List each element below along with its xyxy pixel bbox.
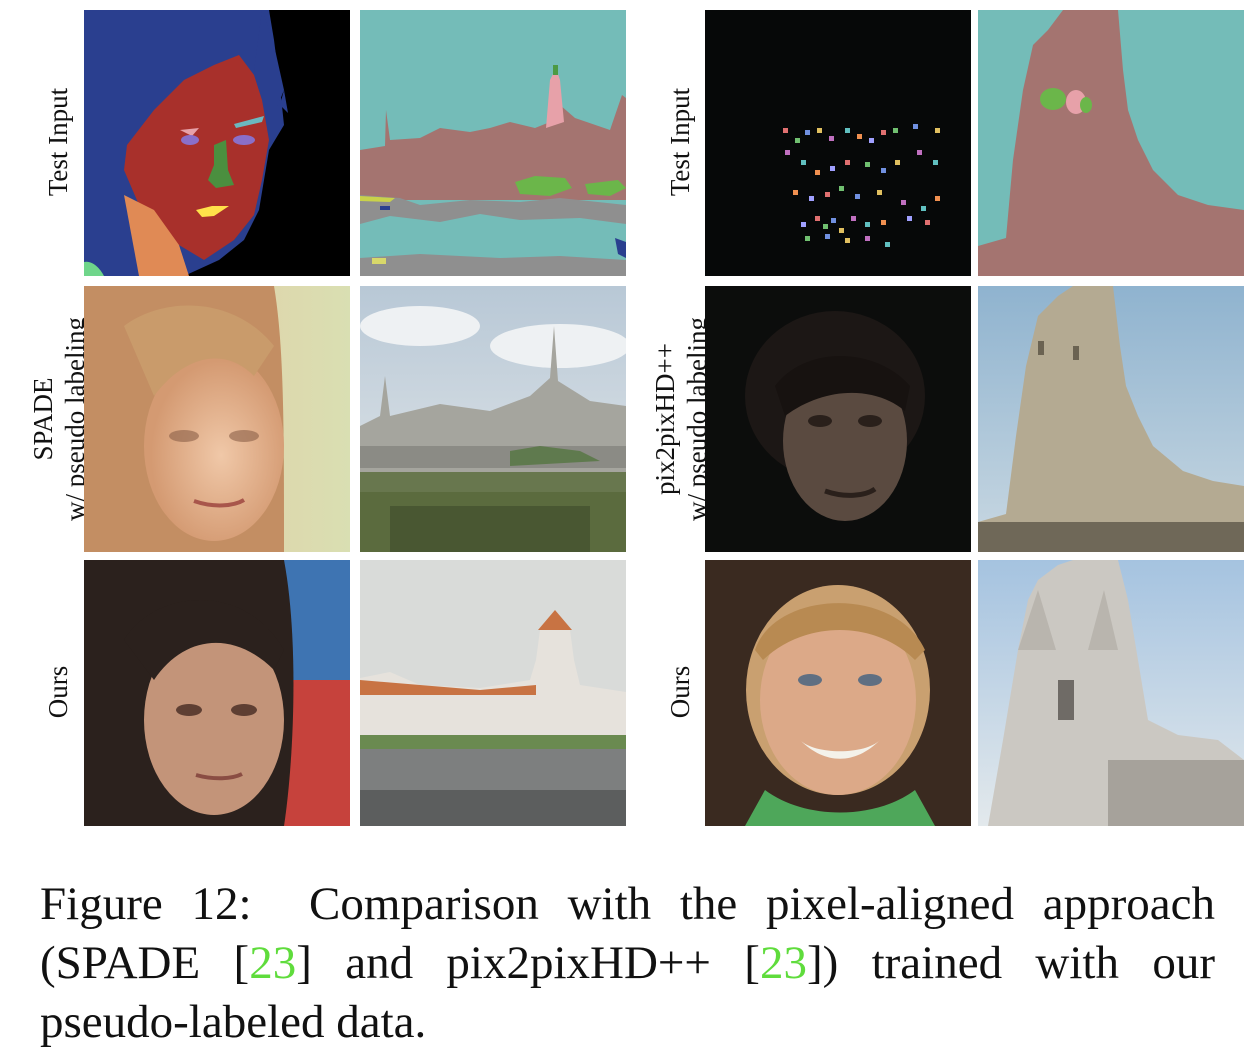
keypoint-marker (855, 194, 860, 199)
row-label-ours-right: Ours (665, 665, 695, 719)
keypoint-marker (885, 242, 890, 247)
caption-line-1: Figure 12: Comparison with the pixel-ali… (40, 875, 1215, 934)
caption-prefix: Figure 12: (40, 878, 252, 930)
keypoint-marker (851, 216, 856, 221)
row-label-pix2pixhd-line1: pix2pixHD++ (650, 343, 680, 495)
keypoint-marker (865, 236, 870, 241)
row-label-test-input-left: Test Input (43, 87, 73, 197)
keypoint-marker (913, 124, 918, 129)
spade-face-output-image (84, 286, 350, 552)
keypoint-marker (839, 186, 844, 191)
keypoint-marker (825, 234, 830, 239)
keypoint-marker (817, 128, 822, 133)
keypoint-marker (881, 168, 886, 173)
keypoint-marker (815, 216, 820, 221)
spade-church-output-image (360, 286, 626, 552)
caption-line1-text: Comparison with the pixel-aligned approa… (309, 878, 1216, 930)
caption-line-3: pseudo-labeled data. (40, 996, 427, 1048)
keypoint-marker (831, 218, 836, 223)
keypoint-marker (865, 162, 870, 167)
keypoint-marker (921, 206, 926, 211)
keypoint-marker (893, 128, 898, 133)
keypoint-marker (830, 166, 835, 171)
keypoint-marker (857, 134, 862, 139)
keypoint-marker (823, 224, 828, 229)
caption-line2-b: ] and pix2pixHD++ [ (296, 937, 760, 989)
figure-caption: Figure 12: Comparison with the pixel-ali… (40, 875, 1215, 1052)
keypoint-marker (801, 222, 806, 227)
row-label-ours-left: Ours (43, 665, 73, 719)
citation-link-1[interactable]: 23 (249, 937, 297, 989)
ours-church-output-image (360, 560, 626, 826)
keypoint-marker (845, 238, 850, 243)
church-segmentation-input-image (360, 10, 626, 276)
keypoint-marker (839, 228, 844, 233)
keypoint-marker (907, 216, 912, 221)
keypoint-marker (825, 192, 830, 197)
keypoint-marker (795, 138, 800, 143)
keypoint-marker (917, 150, 922, 155)
keypoint-marker (933, 160, 938, 165)
keypoint-marker (845, 160, 850, 165)
church-segmentation-input-image-2 (978, 10, 1244, 276)
keypoint-marker (935, 128, 940, 133)
pix2pixhd-face-output-image (705, 286, 971, 552)
keypoint-marker (881, 220, 886, 225)
keypoint-marker (869, 138, 874, 143)
row-label-test-input-right: Test Input (665, 87, 695, 197)
keypoint-marker (809, 196, 814, 201)
keypoint-marker (901, 200, 906, 205)
keypoint-marker (801, 160, 806, 165)
face-segmentation-input-image (84, 10, 350, 276)
keypoint-marker (805, 130, 810, 135)
caption-line-2: (SPADE [23] and pix2pixHD++ [23]) traine… (40, 934, 1215, 993)
keypoint-marker (925, 220, 930, 225)
keypoint-marker (865, 222, 870, 227)
keypoint-face-input-image (705, 10, 971, 276)
ours-church2-output-image (978, 560, 1244, 826)
keypoint-marker (935, 196, 940, 201)
row-label-spade-line1: SPADE (28, 377, 58, 461)
keypoint-marker (895, 160, 900, 165)
keypoint-marker (815, 170, 820, 175)
keypoint-marker (785, 150, 790, 155)
keypoint-marker (783, 128, 788, 133)
keypoint-marker (793, 190, 798, 195)
citation-link-2[interactable]: 23 (759, 937, 807, 989)
keypoint-marker (845, 128, 850, 133)
ours-face2-output-image (705, 560, 971, 826)
ours-face-output-image (84, 560, 350, 826)
caption-line2-c: ]) trained with our (806, 937, 1215, 989)
pix2pixhd-church-output-image (978, 286, 1244, 552)
caption-line2-a: (SPADE [ (40, 937, 250, 989)
keypoint-marker (877, 190, 882, 195)
keypoint-marker (829, 136, 834, 141)
keypoint-marker (805, 236, 810, 241)
keypoint-marker (881, 130, 886, 135)
